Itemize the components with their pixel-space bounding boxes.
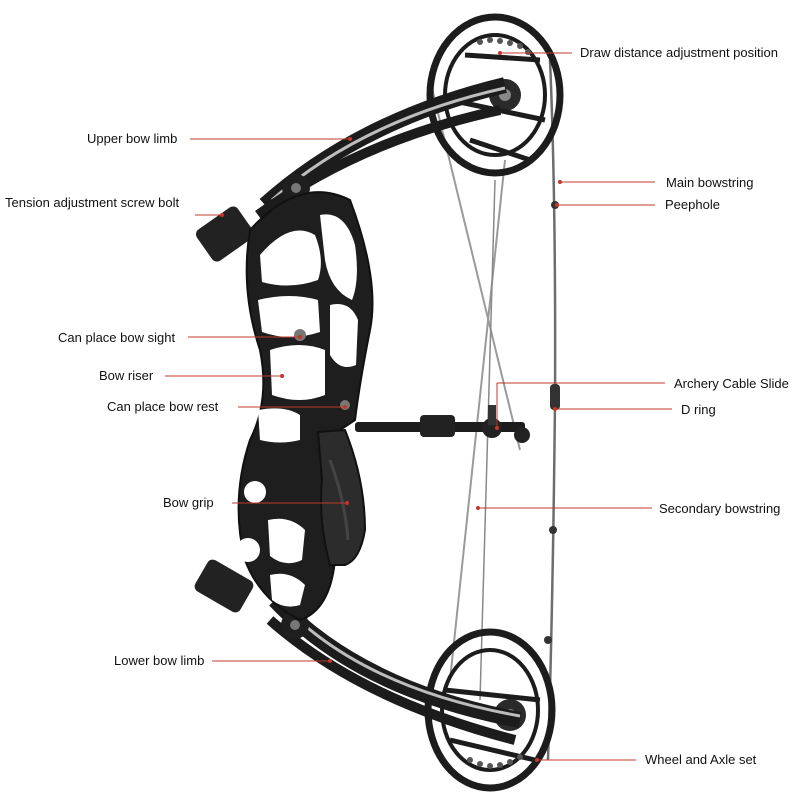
leader-dots: [220, 51, 562, 762]
label-lower-limb: Lower bow limb: [114, 653, 205, 668]
label-draw-distance: Draw distance adjustment position: [580, 45, 778, 60]
label-tension-bolt: Tension adjustment screw bolt: [5, 195, 180, 210]
label-main-bowstring: Main bowstring: [666, 175, 754, 190]
label-secondary-bowstring: Secondary bowstring: [659, 501, 781, 516]
label-upper-limb: Upper bow limb: [87, 131, 178, 146]
string-fittings: [544, 201, 560, 644]
secondary-bowstring-a: [429, 79, 521, 451]
label-d-ring: D ring: [681, 402, 716, 417]
label-bow-grip: Bow grip: [163, 495, 214, 510]
leader-lines: [165, 52, 672, 761]
label-peephole: Peephole: [665, 197, 720, 212]
bow-grip: [316, 428, 367, 566]
secondary-bowstring-b: [449, 159, 506, 681]
label-bow-rest: Can place bow rest: [107, 399, 219, 414]
label-wheel-axle: Wheel and Axle set: [645, 752, 757, 767]
cable-guard-rod: [355, 405, 530, 443]
d-ring-marker: [550, 384, 560, 410]
label-bow-sight: Can place bow sight: [58, 330, 176, 345]
label-bow-riser: Bow riser: [99, 368, 154, 383]
secondary-bowstring-c: [479, 179, 496, 701]
label-cable-slide: Archery Cable Slide: [674, 376, 789, 391]
